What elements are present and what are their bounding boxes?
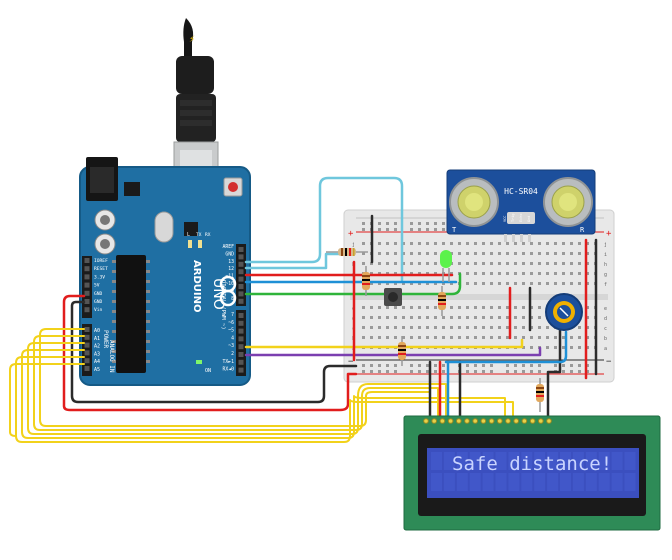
arduino-uno-board[interactable]: ARDUINO UNO IOREF RESET 3.3V 5V GND GND Vin A0… (79, 157, 251, 386)
analog-pin-label: A2 (94, 344, 100, 350)
svg-text:ARDUINO: ARDUINO (191, 260, 202, 312)
sensor-pins (504, 234, 531, 242)
wires (9, 176, 598, 443)
row-letter: f (604, 282, 607, 288)
analog-header-label: ANALOG IN (108, 340, 115, 373)
wire-green (244, 272, 462, 296)
resistor[interactable] (326, 248, 368, 256)
wire-purple (244, 346, 542, 357)
resistor[interactable] (362, 266, 370, 296)
digital-pin-label: ~6 (228, 320, 234, 326)
wire-black (70, 300, 358, 404)
analog-pin-label: A5 (94, 367, 100, 373)
l-led-label: L (187, 232, 190, 238)
digital-pin-labels-bottom: 7 ~6 ~54 ~3 2TX►1RX◄0 (222, 312, 234, 373)
digital-pin-label: ~5 (228, 328, 234, 334)
usb-cable: ⚡ (173, 18, 219, 193)
digital-pin-label: 12 (228, 266, 234, 272)
ultrasonic-sensor[interactable]: HC-SR04 T R VCC Trig Echo Gnd (446, 169, 596, 242)
sensor-pin-gnd: Gnd (527, 216, 531, 222)
potentiometer[interactable] (545, 293, 583, 331)
digital-pin-label: ~3 (228, 343, 234, 349)
row-letter: i (604, 252, 607, 258)
resistor[interactable] (536, 378, 544, 412)
breadboard[interactable]: + + − − jjiihhggffeeddccbbaa (343, 209, 615, 383)
wire-red (62, 294, 358, 412)
push-button[interactable] (384, 288, 402, 306)
digital-pin-label: 13 (228, 259, 234, 265)
power-pin-label: GND (94, 291, 103, 297)
digital-header-top (236, 244, 246, 306)
analog-pin-label: A1 (94, 336, 100, 342)
rail-minus-label: − (348, 357, 354, 367)
power-pin-label: 3.3V (94, 274, 105, 280)
row-letter: a (604, 346, 607, 352)
resistor[interactable] (438, 286, 446, 316)
analog-pin-label: A0 (94, 328, 100, 334)
digital-pin-label: AREF (222, 244, 234, 250)
digital-pin-label: 4 (231, 335, 234, 341)
green-led[interactable] (440, 250, 452, 282)
digital-header-label: DIGITAL (PWM ~) (220, 280, 226, 330)
digital-pin-label: ~11 (225, 274, 234, 280)
row-letter: h (604, 262, 607, 268)
rx-led-label: RX (205, 232, 211, 238)
wire-cyan (244, 176, 404, 282)
row-letter: j (604, 242, 607, 248)
analog-pin-label: A3 (94, 351, 100, 357)
lcd-16x2[interactable]: Safe distance! (403, 415, 661, 531)
analog-pin-label: A4 (94, 359, 100, 365)
microcontroller-chip (116, 255, 146, 373)
row-letter: d (604, 316, 607, 322)
rail-plus-label: + (606, 229, 612, 239)
sensor-pin-trig: Trig (511, 214, 515, 222)
digital-pin-label: 8 (231, 296, 234, 302)
lcd-pins (423, 418, 552, 424)
power-pin-label: IOREF (94, 258, 108, 264)
power-header-label: POWER (102, 330, 109, 348)
sensor-t-mark: T (452, 226, 457, 234)
wire-yellow (244, 338, 524, 349)
wire-cyan (244, 252, 348, 270)
resistor[interactable] (398, 336, 406, 366)
rail-minus-label: − (606, 357, 612, 367)
arduino-logo: ARDUINO UNO (191, 260, 237, 312)
sensor-r-mark: R (580, 226, 585, 234)
power-pin-label: GND (94, 299, 103, 305)
lcd-character-cells (431, 452, 636, 491)
tx-led-label: TX (196, 232, 202, 238)
row-letter: b (604, 336, 607, 342)
row-letter: j (352, 242, 355, 248)
digital-pin-label: TX►1 (222, 359, 234, 365)
digital-header-bottom (236, 310, 246, 376)
digital-pin-label: RX◄0 (222, 367, 234, 373)
power-pin-label: 5V (94, 283, 100, 289)
lightning-icon: ⚡ (189, 34, 195, 45)
row-letter: c (604, 326, 607, 332)
digital-pin-label: 2 (231, 351, 234, 357)
sensor-pin-echo: Echo (519, 214, 523, 222)
digital-pin-label: GND (225, 251, 234, 257)
power-pin-labels: IOREF RESET 3.3V 5V GND GND Vin (94, 258, 108, 313)
crystal (154, 211, 174, 243)
power-pin-label: Vin (94, 307, 103, 313)
row-letter: e (604, 306, 607, 312)
digital-pin-label: ~9 (228, 288, 234, 294)
lcd-message: Safe distance! (452, 453, 612, 475)
analog-header (82, 324, 92, 376)
on-led-label: ON (205, 368, 211, 374)
row-letter: g (604, 272, 607, 278)
digital-pin-label: ~10 (225, 281, 234, 287)
sensor-pin-vcc: VCC (503, 216, 507, 222)
breadboard-components (326, 248, 583, 412)
power-pin-label: RESET (94, 266, 108, 272)
rail-plus-label: + (348, 229, 354, 239)
digital-pin-label: 7 (231, 312, 234, 318)
sensor-name: HC-SR04 (504, 187, 538, 196)
